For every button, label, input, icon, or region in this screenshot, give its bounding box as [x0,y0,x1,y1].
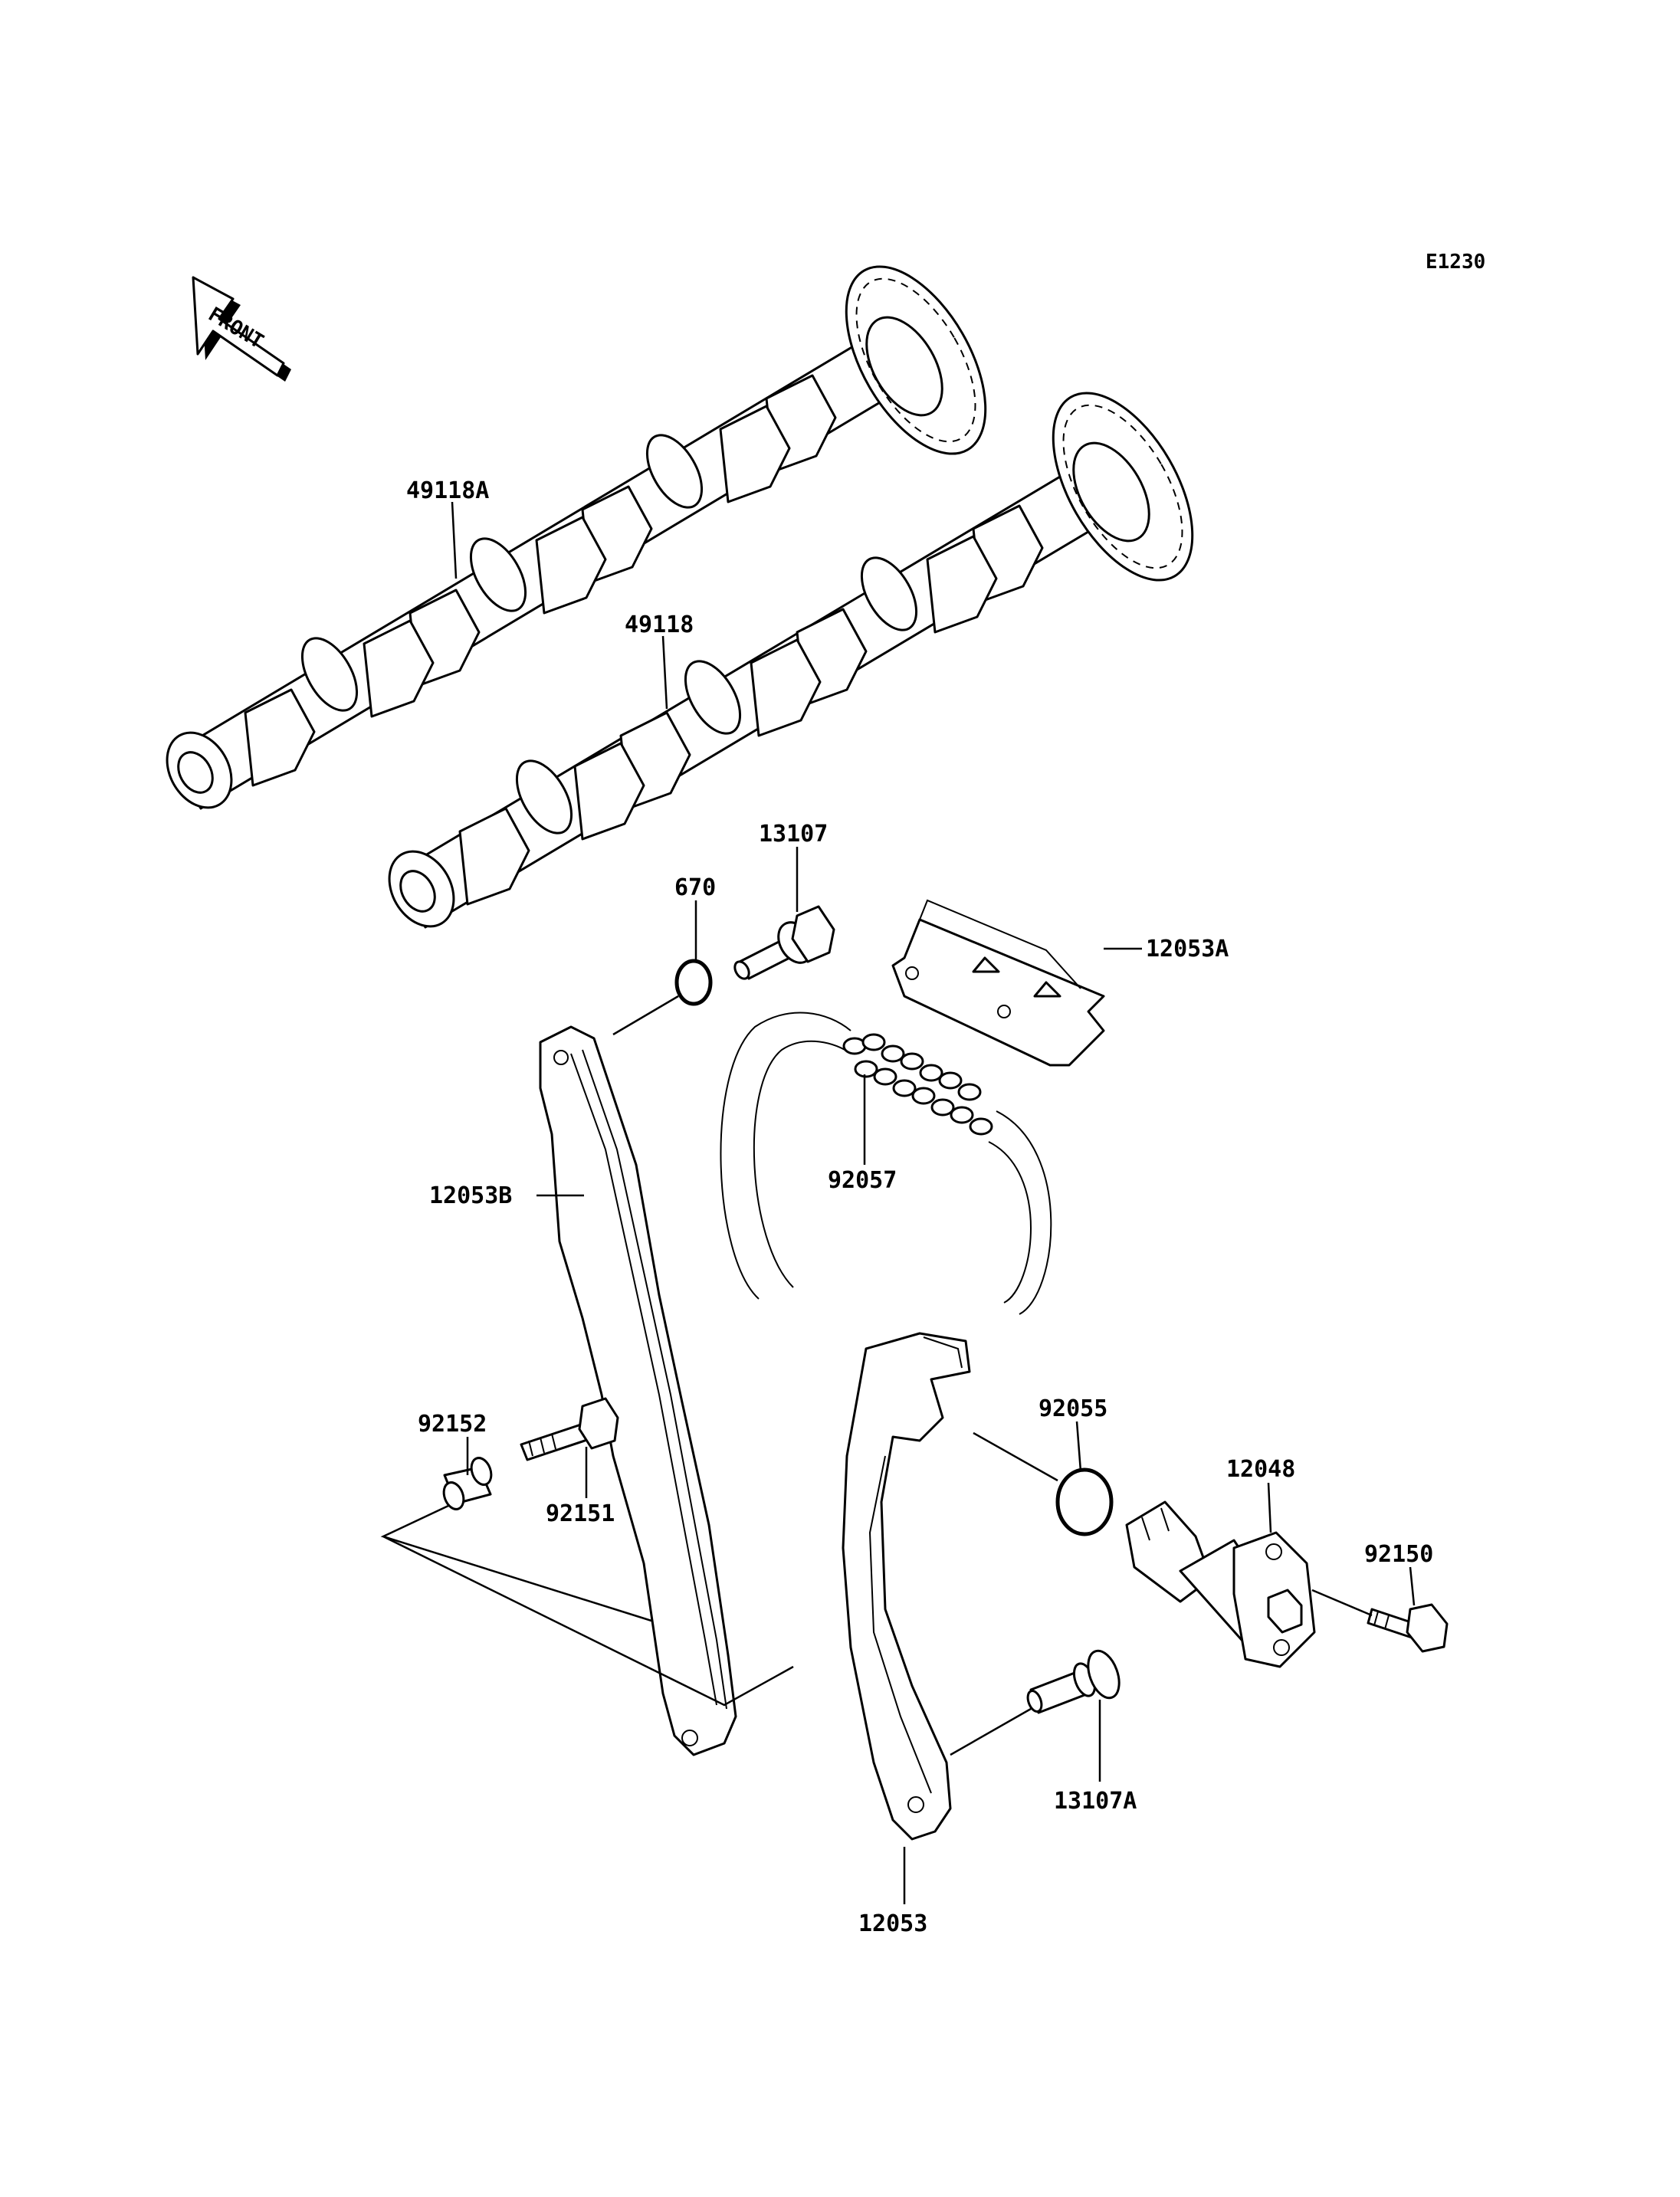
label-92150: 92150 [1364,1541,1433,1568]
label-92151: 92151 [546,1500,615,1527]
bolt-92151 [520,1397,619,1461]
leader-92150 [1409,1566,1416,1606]
label-92057: 92057 [828,1167,897,1194]
leader-12048 [1267,1482,1272,1533]
intake-camshaft [388,392,1194,929]
rear-guide-12053 [842,1332,971,1841]
label-12053A: 12053A [1146,936,1229,962]
label-49118A: 49118A [406,477,489,504]
exhaust-cam-sprocket [845,265,987,455]
cam-chain-92057 [720,1012,1052,1315]
front-guide-12053B [539,1025,737,1756]
label-92055: 92055 [1039,1395,1107,1422]
bolt-13107 [733,905,835,980]
leader-92055 [1075,1421,1082,1472]
label-12053B: 12053B [429,1182,512,1209]
exhaust-camshaft [166,265,987,810]
label-49118: 49118 [625,612,694,638]
label-12053: 12053 [858,1910,927,1937]
front-arrow-icon: FRONT [192,276,291,382]
o-ring-92055 [1055,1467,1114,1536]
leader-49118A [451,501,458,579]
leader-o-ring-92055 [973,1431,1058,1482]
label-13107A: 13107A [1054,1788,1137,1815]
tensioner-12048 [1125,1500,1316,1668]
reference-line-guide [382,1535,794,1707]
label-13107: 13107 [759,821,828,848]
upper-guide-12053A [891,899,1105,1067]
intake-cam-sprocket [1052,392,1194,582]
diagram-code: E1230 [1426,251,1485,274]
label-12048: 12048 [1226,1456,1295,1483]
leader-49118 [661,635,668,710]
leader-bolt-13107A [950,1707,1032,1756]
leader-tensioner-bolt [1311,1589,1373,1617]
o-ring-670 [674,959,713,1006]
label-92152: 92152 [418,1411,487,1438]
bolt-92150 [1367,1603,1449,1653]
leader-o-ring-670 [612,995,679,1036]
bolt-13107A [1026,1649,1121,1714]
label-670: 670 [674,874,716,901]
